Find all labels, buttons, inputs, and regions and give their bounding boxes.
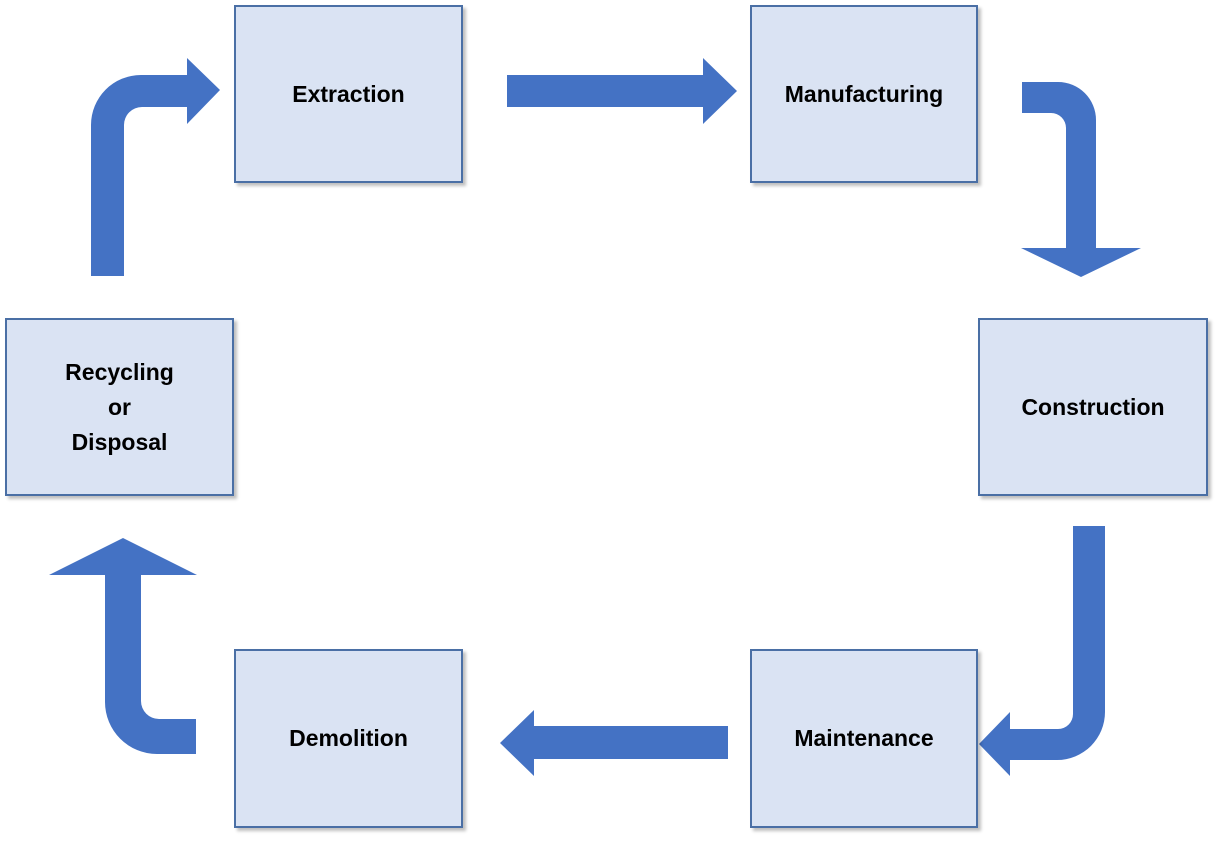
stage-label-line-1: Recycling [65, 358, 174, 385]
arrow-manufacturing-to-construction [1021, 82, 1141, 277]
arrow-maintenance-to-demolition [500, 710, 728, 776]
stage-label: Extraction [292, 80, 405, 107]
stage-label: Manufacturing [784, 80, 944, 107]
stage-recycling-or-disposal: Recycling or Disposal [5, 318, 234, 496]
arrow-recycling-to-extraction [91, 58, 220, 276]
stage-extraction: Extraction [234, 5, 463, 183]
arrow-extraction-to-manufacturing [507, 58, 737, 124]
stage-label: Construction [1021, 393, 1165, 420]
stage-demolition: Demolition [234, 649, 463, 828]
arrow-construction-to-maintenance [979, 526, 1105, 776]
stage-label-line-3: Disposal [71, 428, 168, 455]
stage-label-line-2: or [108, 393, 131, 420]
stage-maintenance: Maintenance [750, 649, 978, 828]
stage-label: Maintenance [794, 725, 934, 751]
stage-construction: Construction [978, 318, 1208, 496]
arrow-demolition-to-recycling [49, 538, 197, 754]
stage-manufacturing: Manufacturing [750, 5, 978, 183]
stage-label: Demolition [289, 725, 408, 751]
